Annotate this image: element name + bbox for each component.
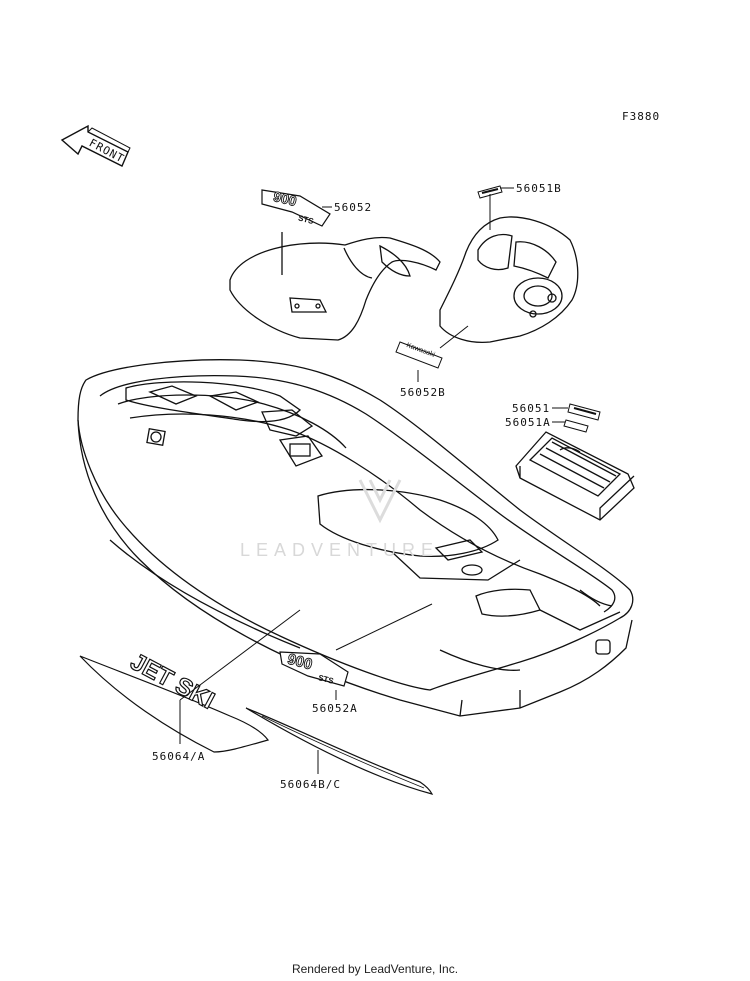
figure-code: F3880 xyxy=(622,110,660,123)
badge-a-model-text: 900 xyxy=(286,651,314,674)
watermark: LEADVENTURE xyxy=(240,479,439,560)
badge-model-sub: STS xyxy=(297,213,315,226)
badge-a-model-sub: STS xyxy=(317,673,335,686)
credit-text: Rendered by LeadVenture, Inc. xyxy=(291,962,459,976)
brand-decal-56051B xyxy=(477,185,503,199)
hull-part xyxy=(77,359,634,717)
part-56052-label: 56052 xyxy=(334,201,372,214)
part-56064BC-label: 56064B/C xyxy=(280,778,341,791)
part-56064A-label: 56064/A xyxy=(152,750,205,763)
model-badge-56052A: 900 STS xyxy=(279,650,349,687)
model-badge-56052: 900 STS xyxy=(261,188,331,227)
part-56051B-label: 56051B xyxy=(516,182,562,195)
badge-model-text: 900 xyxy=(272,188,299,209)
watermark-text: LEADVENTURE xyxy=(240,540,439,560)
jetski-decal-56064: JET SKI xyxy=(79,648,270,753)
seat-cover-part xyxy=(229,232,441,341)
part-56052B-label: 56052B xyxy=(400,386,446,399)
console-part xyxy=(439,216,579,344)
front-arrow-icon: FRONT xyxy=(60,124,131,167)
part-56052A-label: 56052A xyxy=(312,702,358,715)
stripe-decal-56064B xyxy=(245,707,434,795)
part-56051-label: 56051 xyxy=(512,402,550,415)
decal-56051 xyxy=(567,403,601,421)
part-56051A-label: 56051A xyxy=(505,416,551,429)
storage-box-part xyxy=(515,431,635,521)
decal-56051A xyxy=(563,419,589,433)
brand-decal-56052B: Kawasaki xyxy=(395,341,443,369)
